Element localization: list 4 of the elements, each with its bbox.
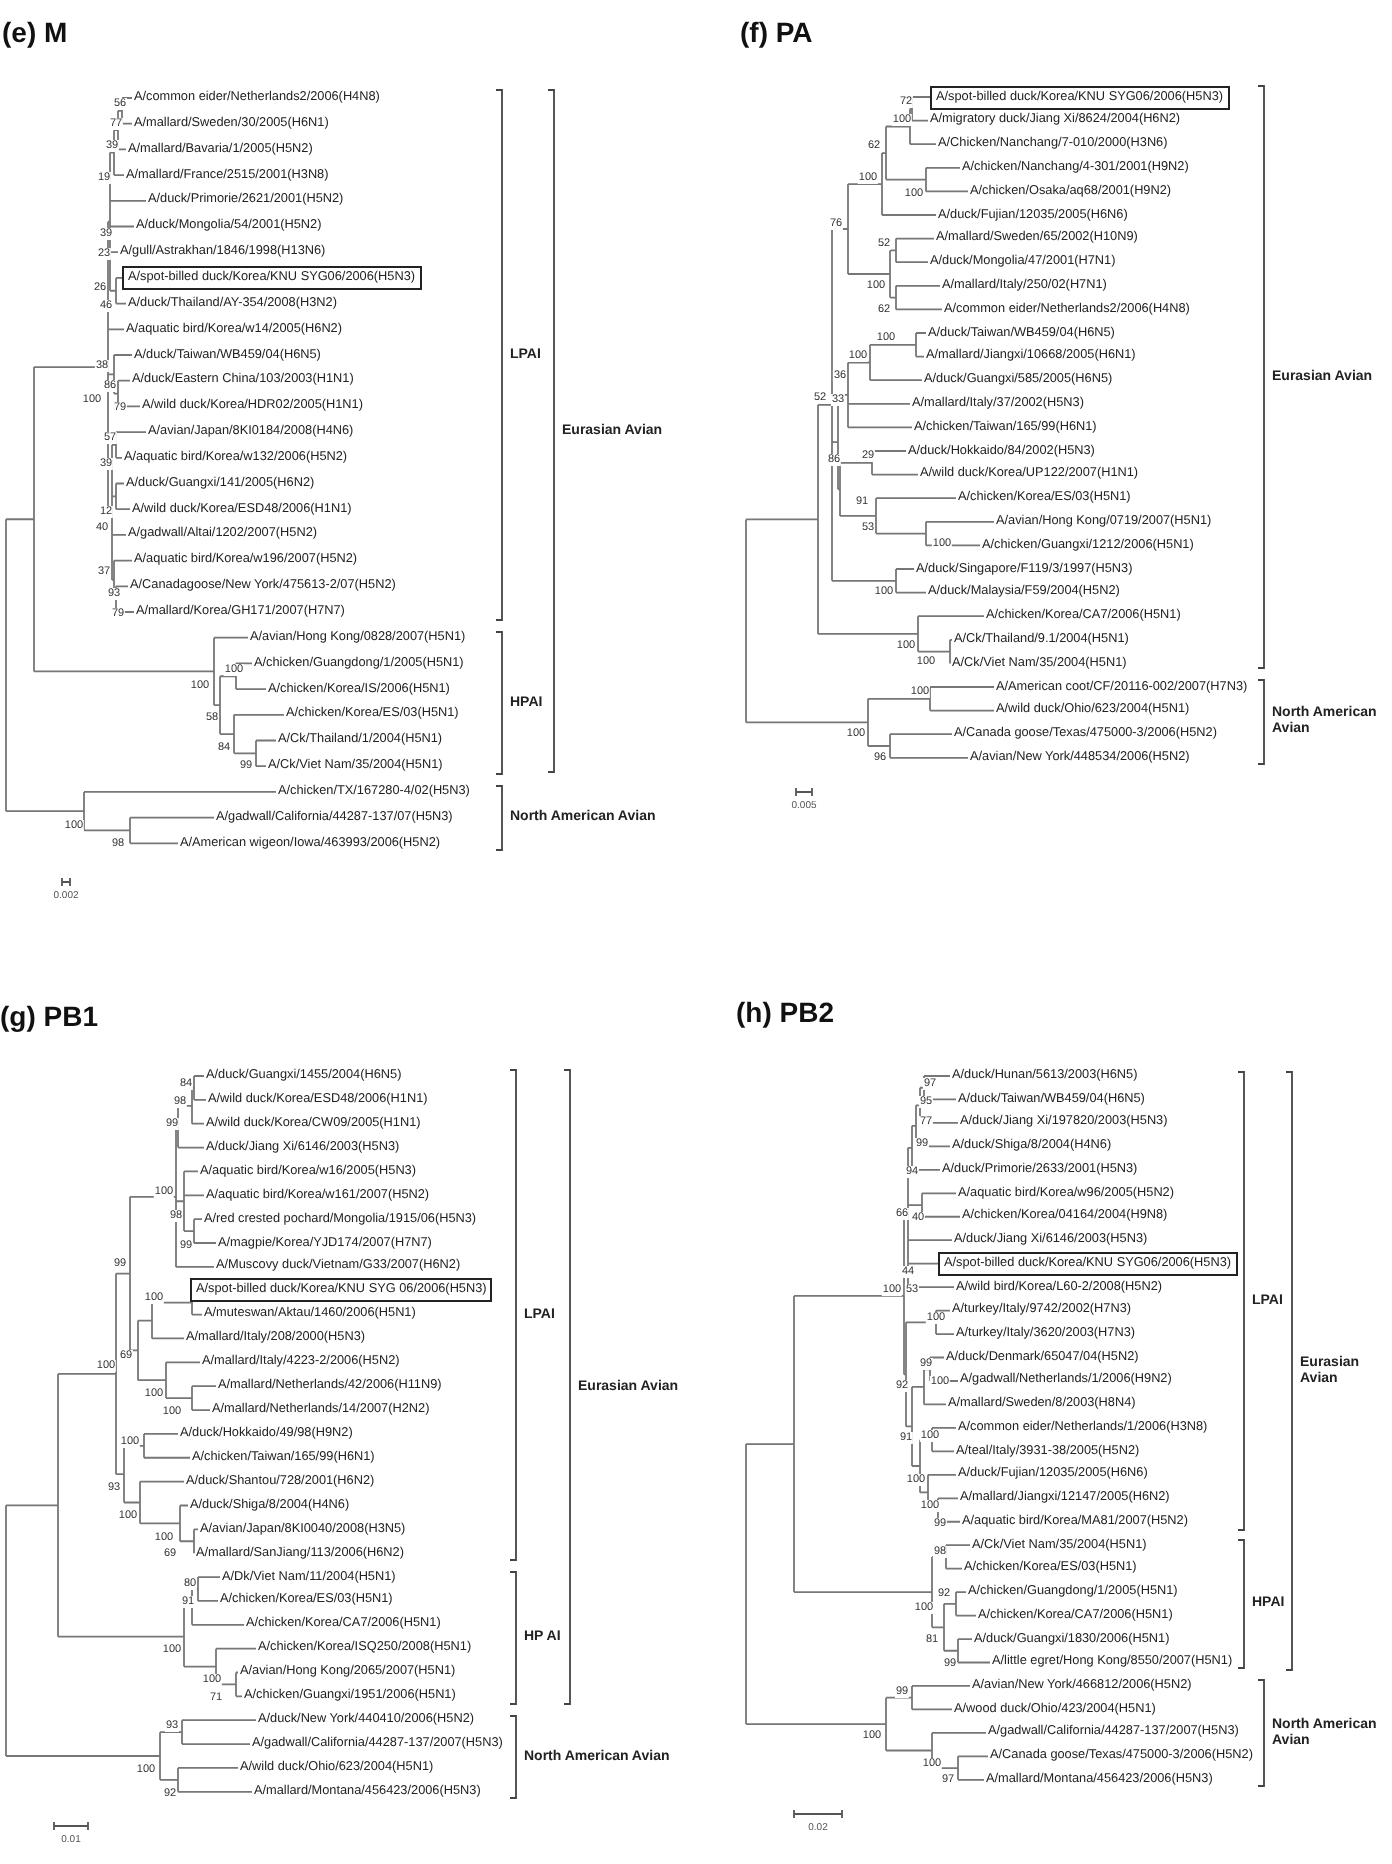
panel-title: (h) PB2 <box>736 996 834 1028</box>
panel-title: (e) M <box>2 16 68 48</box>
panel-title: (g) PB1 <box>0 1000 98 1032</box>
panel-title: (f) PA <box>740 16 813 48</box>
